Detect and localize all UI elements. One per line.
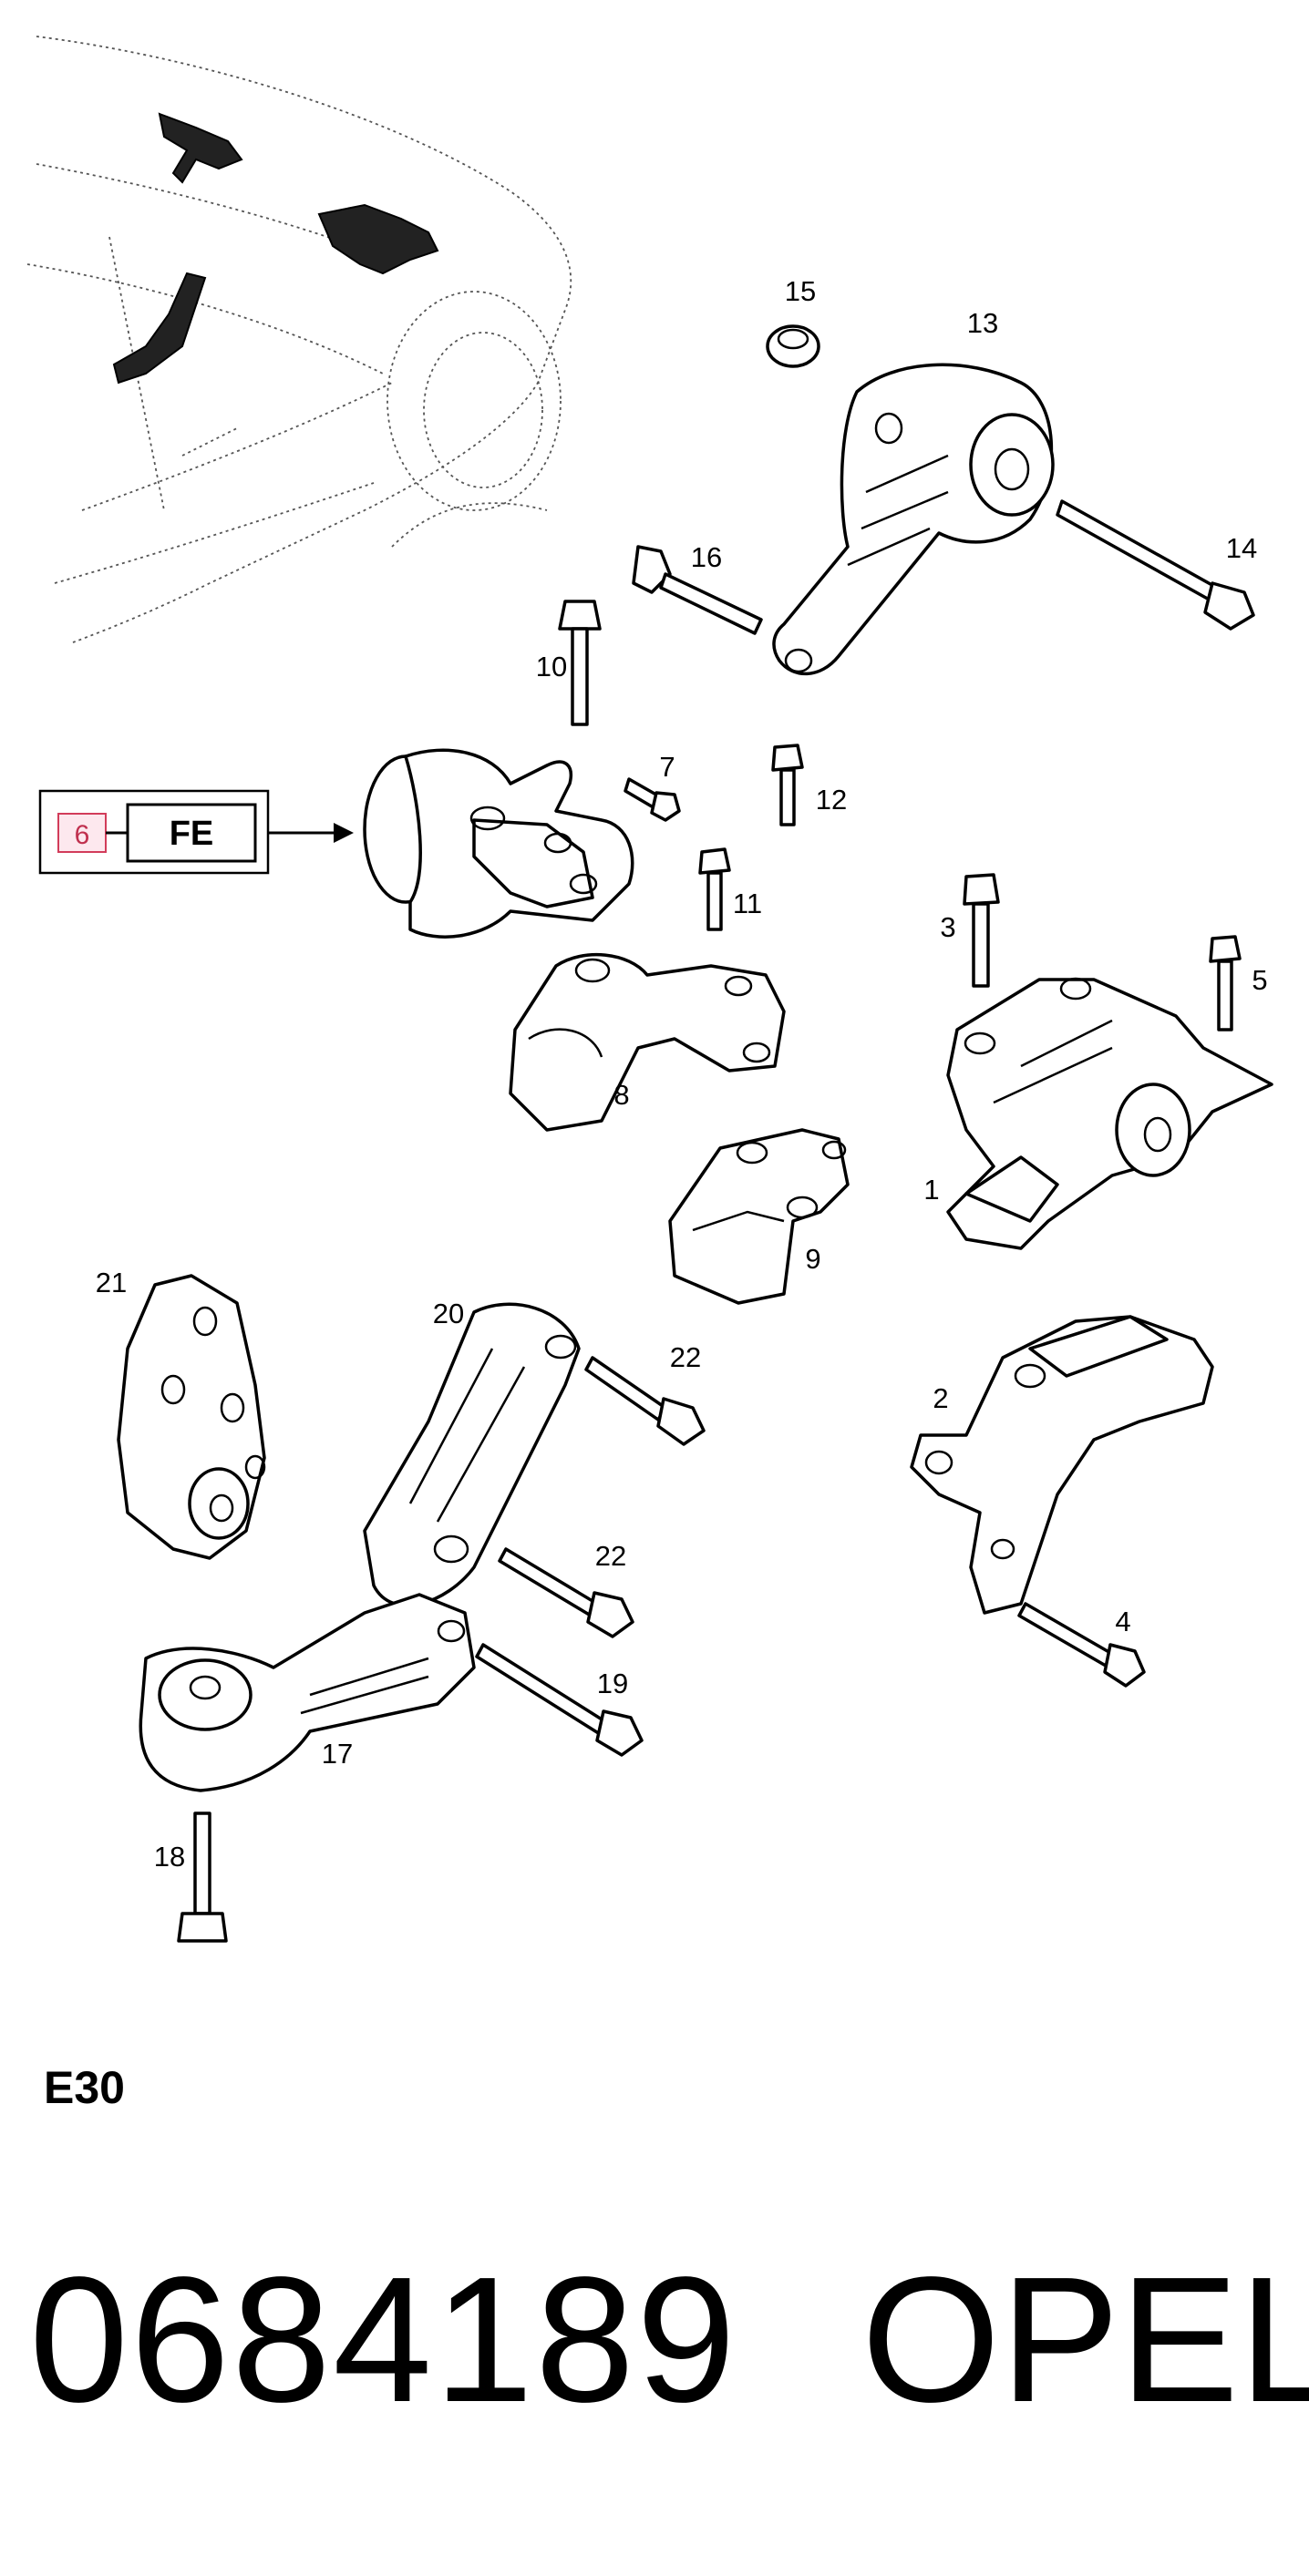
callout-22-lower: 22: [595, 1540, 626, 1572]
part-22-bolt-upper: [584, 1356, 706, 1446]
callout-12: 12: [816, 784, 847, 816]
callout-18: 18: [154, 1841, 185, 1873]
part-2-bracket: [910, 1315, 1214, 1615]
callout-7: 7: [659, 751, 675, 783]
part-12-bolt: [771, 744, 804, 826]
callout-21: 21: [96, 1267, 127, 1298]
part-21-mount: [117, 1274, 266, 1560]
reference-box: 6 FE: [38, 789, 354, 875]
part-7-bolt: [624, 777, 681, 822]
callout-16: 16: [691, 541, 722, 573]
callout-19: 19: [597, 1668, 628, 1699]
part-8-bracket: [509, 953, 786, 1132]
callout-8: 8: [613, 1079, 629, 1111]
part-22-bolt-lower: [498, 1547, 634, 1638]
part-19-bolt: [475, 1643, 644, 1757]
callout-3: 3: [940, 911, 955, 943]
callout-5: 5: [1252, 964, 1267, 996]
callout-9: 9: [805, 1243, 820, 1275]
section-code: E30: [44, 2062, 125, 2113]
reference-code: FE: [170, 815, 214, 853]
callout-4: 4: [1115, 1606, 1130, 1637]
vehicle-location-sketch: [26, 36, 572, 643]
part-1-transmission-mount: [946, 977, 1273, 1250]
callout-13: 13: [967, 307, 998, 339]
callout-17: 17: [322, 1738, 353, 1770]
part-13-torque-arm: [772, 363, 1055, 676]
callout-20: 20: [433, 1298, 464, 1329]
part-16-bolt: [632, 545, 763, 635]
part-6-engine-mount: [363, 748, 634, 939]
part-10-bolt: [558, 600, 602, 726]
reference-number: 6: [75, 820, 90, 850]
callout-22-upper: 22: [670, 1341, 701, 1373]
callout-10: 10: [536, 651, 567, 682]
part-9-bracket: [668, 1128, 850, 1305]
callout-15: 15: [785, 275, 816, 307]
part-5-bolt: [1209, 935, 1242, 1031]
part-14-bolt: [1056, 499, 1255, 631]
callout-2: 2: [933, 1382, 948, 1414]
callout-11: 11: [733, 888, 762, 919]
part-20-arm: [363, 1302, 581, 1607]
callout-labels: 15 13 16 14 10 7 12 11 3 5 8 1 9 21 20 2…: [96, 275, 1268, 1873]
callout-1: 1: [923, 1174, 939, 1206]
brand-name: OPEL: [861, 2240, 1309, 2439]
part-number: 0684189: [29, 2240, 738, 2439]
callout-14: 14: [1226, 532, 1257, 564]
part-18-bolt: [177, 1811, 228, 1943]
part-11-bolt: [698, 847, 731, 931]
part-17-lower-mount: [139, 1593, 476, 1792]
part-3-bolt: [963, 873, 1000, 988]
part-4-bolt: [1017, 1602, 1146, 1688]
part-15-bushing: [766, 324, 820, 368]
